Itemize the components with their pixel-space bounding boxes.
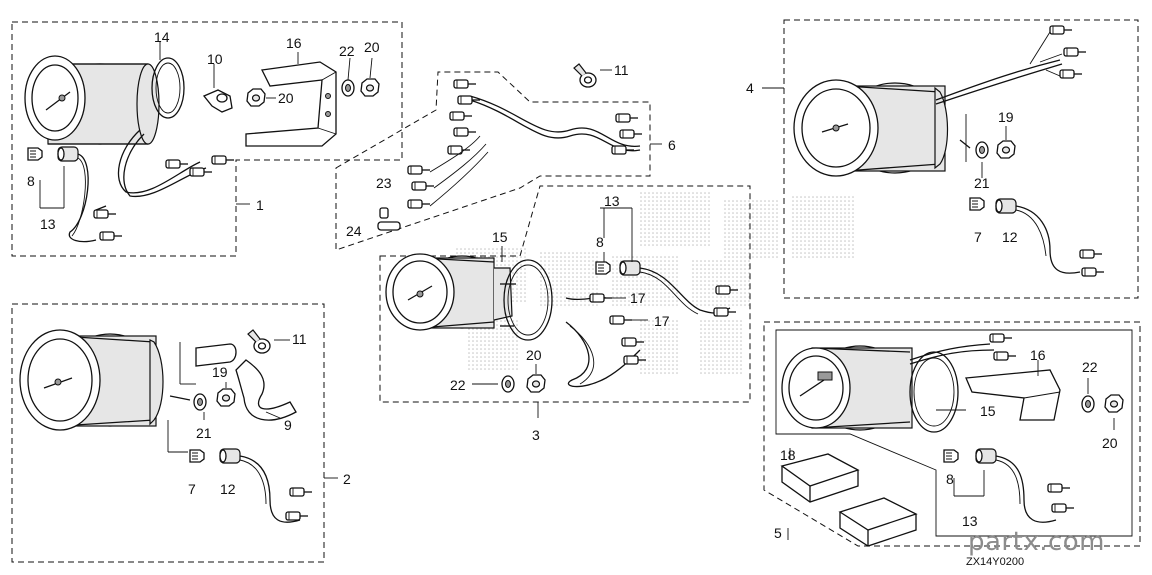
callout-20: 20: [1102, 435, 1118, 451]
clamp-10: [202, 64, 233, 113]
callout-8: 8: [596, 234, 604, 250]
callout-22: 22: [339, 43, 355, 59]
callout-13: 13: [604, 193, 620, 209]
callout-8: 8: [946, 471, 954, 487]
callout-21: 21: [974, 175, 990, 191]
callout-22: 22: [1082, 359, 1098, 375]
callout-17: 17: [654, 313, 670, 329]
watermark-brand: partx.com: [968, 527, 1106, 557]
callout-24: 24: [346, 223, 362, 239]
diagram-code: ZX14Y0200: [966, 556, 1025, 568]
bracket-16: [245, 52, 337, 147]
assembly-group-4: [762, 19, 1139, 299]
callout-16: 16: [1030, 347, 1046, 363]
callout-2: 2: [343, 471, 351, 487]
callout-10: 10: [207, 51, 223, 67]
callout-1: 1: [256, 197, 264, 213]
callout-19: 19: [212, 364, 228, 380]
wire-harness-6: [335, 71, 662, 251]
callout-22: 22: [450, 377, 466, 393]
callout-7: 7: [188, 481, 196, 497]
callout-7: 7: [974, 229, 982, 245]
callout-15: 15: [980, 403, 996, 419]
callout-11: 11: [292, 331, 307, 347]
callout-19: 19: [998, 109, 1014, 125]
callout-20: 20: [364, 39, 380, 55]
callout-17: 17: [630, 290, 646, 306]
callout-16: 16: [286, 35, 302, 51]
callout-13: 13: [962, 513, 978, 529]
callout-3: 3: [532, 427, 540, 443]
callout-23: 23: [376, 175, 392, 191]
callout-13: 13: [40, 216, 56, 232]
callout-12: 12: [220, 481, 236, 497]
assembly-group-3: [379, 185, 751, 418]
callout-5: 5: [774, 525, 782, 541]
assembly-group-5: [763, 321, 1141, 547]
callout-14: 14: [154, 29, 170, 45]
callout-9: 9: [284, 417, 292, 433]
callout-labels: 14 10 16 22 20 20 8 13 1 11 6 23 24 4 19…: [27, 29, 1118, 541]
assembly-group-1: [11, 21, 403, 257]
callout-15: 15: [492, 229, 508, 245]
callout-6: 6: [668, 137, 676, 153]
assembly-group-2: [11, 303, 338, 563]
gauge-14: [24, 42, 185, 145]
callout-4: 4: [746, 80, 754, 96]
callout-21: 21: [196, 425, 212, 441]
clip-11-top: [573, 63, 612, 88]
callout-8: 8: [27, 173, 35, 189]
callout-20: 20: [278, 90, 294, 106]
callout-18: 18: [780, 447, 796, 463]
callout-11: 11: [614, 62, 629, 78]
callout-20: 20: [526, 347, 542, 363]
callout-12: 12: [1002, 229, 1018, 245]
